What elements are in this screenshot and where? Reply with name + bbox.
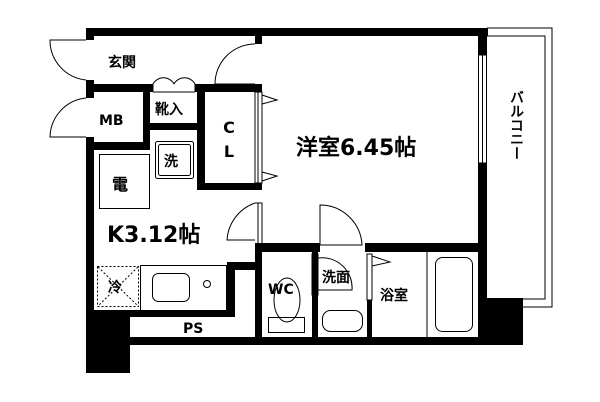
- mb-door[interactable]: [49, 97, 87, 138]
- electric-box: [99, 154, 150, 209]
- room-door[interactable]: [214, 43, 256, 85]
- balcony: バルコニー: [487, 27, 553, 308]
- washbasin-icon: [322, 310, 363, 332]
- bathroom-label: 浴室: [380, 287, 408, 304]
- shoe-storage-door[interactable]: [152, 77, 196, 93]
- pipe-space-label: PS: [183, 321, 203, 337]
- doors[interactable]: [49, 39, 392, 301]
- fridge-label: 冷: [108, 279, 122, 296]
- stove-icon: [203, 280, 211, 288]
- washroom-door[interactable]: [319, 204, 363, 246]
- walls: [86, 28, 523, 373]
- shoe-storage-label: 靴入: [155, 101, 183, 118]
- toilet-label: WC: [268, 282, 294, 298]
- balcony-label: バルコニー: [508, 90, 524, 160]
- bathtub-icon: [435, 257, 473, 332]
- washer-pan: [155, 141, 194, 179]
- fridge-space: [97, 266, 139, 307]
- fixtures: [97, 141, 473, 337]
- kitchen-label: K3.12帖: [107, 223, 200, 248]
- toilet-door[interactable]: [311, 253, 353, 296]
- toilet-tank-icon: [268, 317, 305, 333]
- bathroom-door[interactable]: [366, 253, 392, 301]
- washer-label: 洗: [164, 153, 178, 170]
- washroom-label: 洗面: [322, 269, 350, 286]
- meter-box-label: MB: [99, 113, 124, 129]
- window: [478, 54, 487, 164]
- entrance-label: 玄関: [108, 54, 136, 71]
- kitchen-door[interactable]: [226, 202, 263, 245]
- electric-label: 電: [112, 175, 128, 194]
- western-room-label: 洋室6.45帖: [296, 135, 416, 161]
- closet-doors[interactable]: [254, 91, 279, 184]
- kitchen-counter: [140, 265, 227, 311]
- sink-icon: [152, 273, 190, 302]
- toilet-bowl-icon: [273, 277, 301, 323]
- entrance-door[interactable]: [49, 39, 87, 81]
